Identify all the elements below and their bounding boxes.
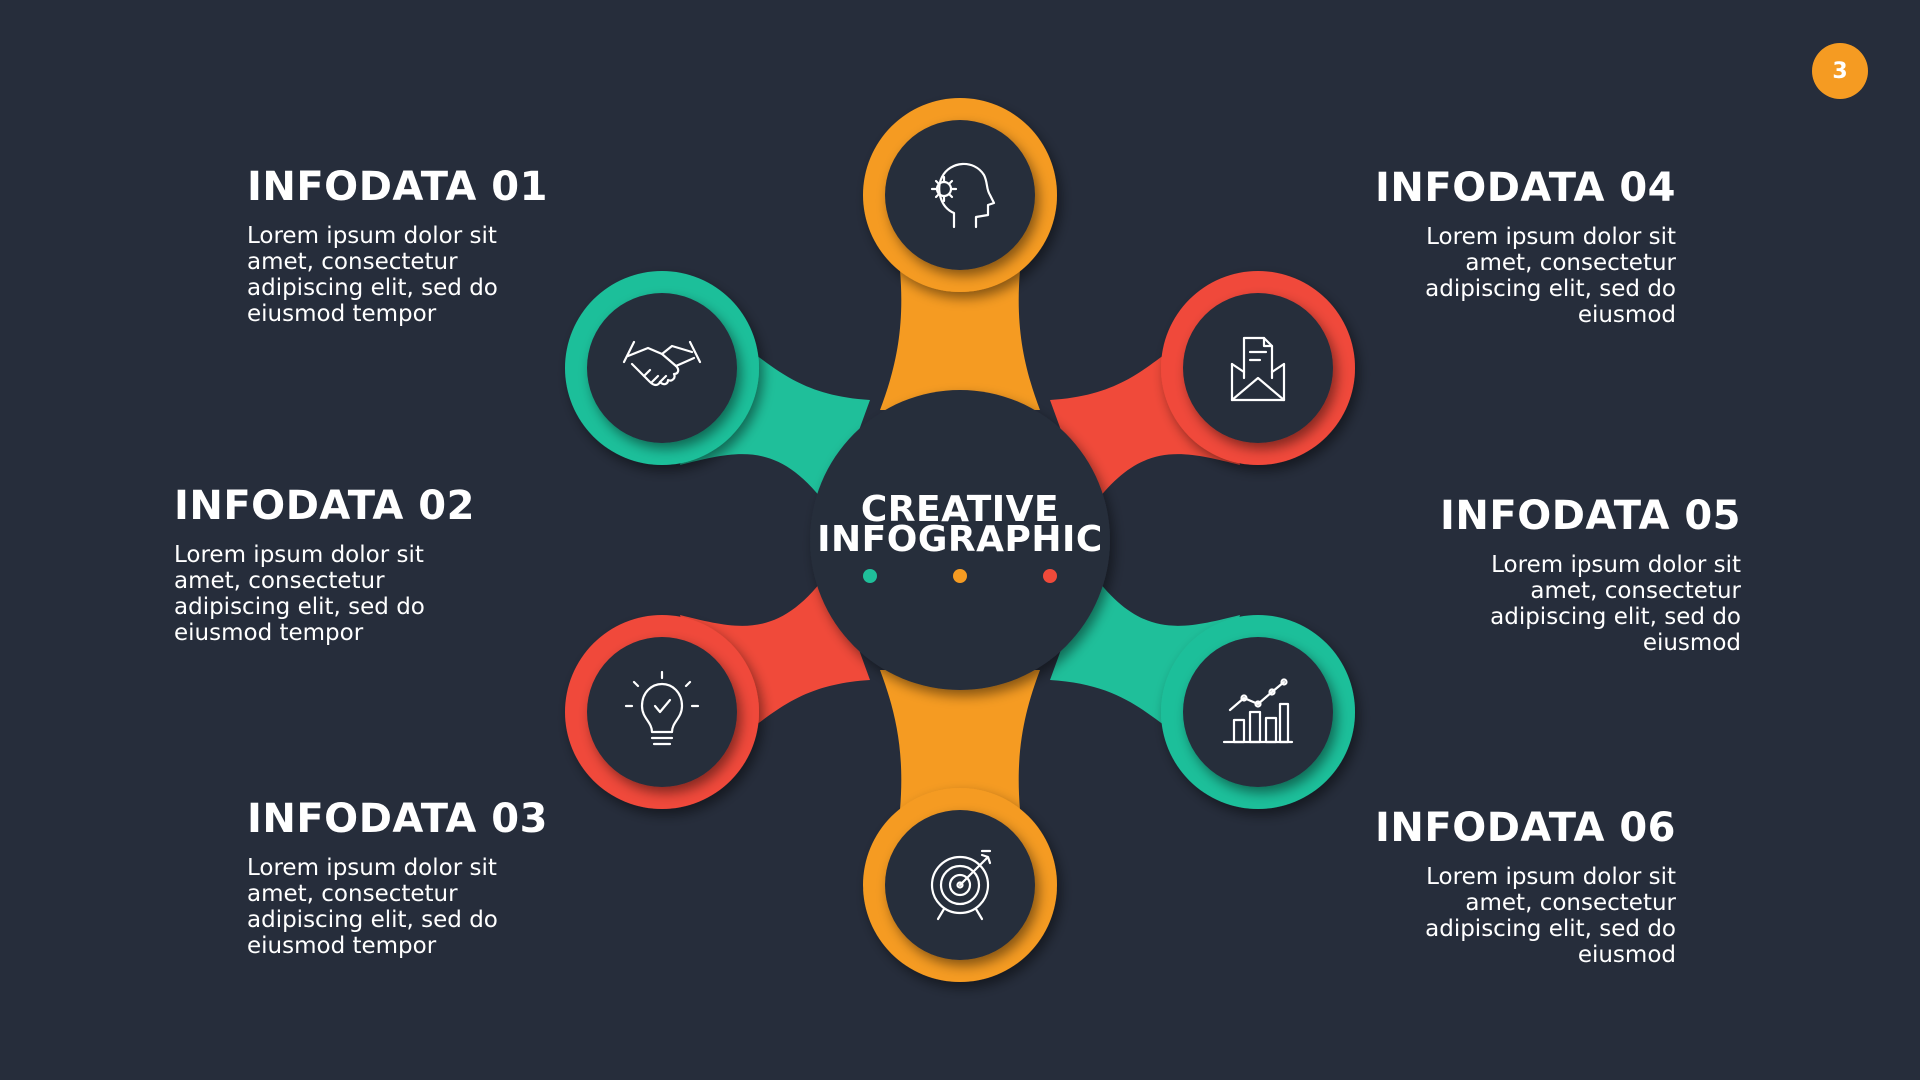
infodata-block-01: INFODATA 01 Lorem ipsum dolor sit amet, … [247,163,567,327]
infodata-text: Lorem ipsum dolor sit amet, consectetur … [1490,552,1741,656]
center-title-line-2: INFOGRAPHIC [817,519,1103,560]
bar-chart-growth-icon [1222,678,1294,744]
center-dot-2 [953,569,967,583]
infodata-title: INFODATA 05 [1440,493,1741,539]
page-number-badge: 3 [1812,43,1868,99]
lightbulb-check-icon [624,670,700,746]
disc-lower-left [587,637,737,787]
infodata-text: Lorem ipsum dolor sit amet, consectetur … [1425,864,1676,968]
infodata-block-02: INFODATA 02 Lorem ipsum dolor sit amet, … [174,482,494,646]
center-hub [810,390,1110,690]
infodata-block-05: INFODATA 05 Lorem ipsum dolor sit amet, … [1421,492,1741,656]
head-gear-icon [930,162,996,229]
infodata-block-03: INFODATA 03 Lorem ipsum dolor sit amet, … [247,795,567,959]
infodata-block-04: INFODATA 04 Lorem ipsum dolor sit amet, … [1356,164,1676,328]
infodata-block-06: INFODATA 06 Lorem ipsum dolor sit amet, … [1356,804,1676,968]
center-title: CREATIVE INFOGRAPHIC [790,489,1130,560]
connector-top [880,270,1040,410]
center-dot-1 [863,569,877,583]
connector-bottom [880,670,1040,810]
infodata-text: Lorem ipsum dolor sit amet, consectetur … [174,542,425,646]
infodata-text: Lorem ipsum dolor sit amet, consectetur … [1425,224,1676,328]
infodata-text: Lorem ipsum dolor sit amet, consectetur … [247,855,498,959]
infodata-text: Lorem ipsum dolor sit amet, consectetur … [247,223,498,327]
center-title-line-1: CREATIVE [860,489,1060,530]
disc-upper-left [587,293,737,443]
infodata-title: INFODATA 02 [174,483,475,529]
petal-discs [587,120,1333,960]
infodata-title: INFODATA 01 [247,164,548,210]
handshake-icon [622,340,702,387]
disc-upper-right [1183,293,1333,443]
infodata-title: INFODATA 04 [1375,165,1676,211]
target-arrow-icon [930,849,992,921]
center-dots [863,569,1057,583]
center-dot-3 [1043,569,1057,583]
disc-top [885,120,1035,270]
infodata-title: INFODATA 03 [247,796,548,842]
envelope-document-icon [1230,336,1286,402]
infodata-title: INFODATA 06 [1375,805,1676,851]
